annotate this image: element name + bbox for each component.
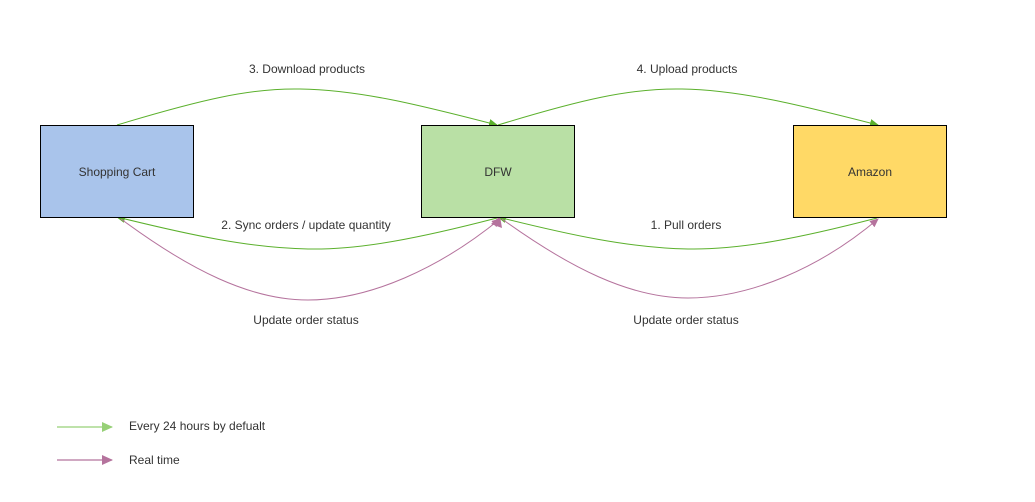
node-label-shopping-cart: Shopping Cart (78, 164, 156, 179)
edge-upload-products (497, 88, 879, 127)
node-amazon[interactable]: Amazon (793, 125, 947, 218)
purple-arrowhead-dfw (491, 216, 502, 228)
edge-label-update-status-cart: Update order status (253, 313, 359, 327)
legend-label-realtime: Real time (129, 453, 180, 467)
node-label-dfw: DFW (484, 164, 512, 179)
edge-label-upload-products: 4. Upload products (636, 62, 738, 76)
node-dfw[interactable]: DFW (421, 125, 575, 218)
edge-update-status-cart (120, 218, 501, 301)
edge-download-products (116, 88, 498, 127)
node-shopping-cart[interactable]: Shopping Cart (40, 125, 194, 218)
edge-label-pull-orders: 1. Pull orders (650, 218, 722, 232)
edge-label-update-status-amazon: Update order status (633, 313, 739, 327)
node-label-amazon: Amazon (847, 164, 893, 179)
edge-label-download-products: 3. Download products (248, 62, 366, 76)
edge-label-sync-orders: 2. Sync orders / update quantity (221, 218, 391, 232)
edge-update-status-amazon (501, 218, 879, 299)
edge-pull-orders (497, 215, 878, 250)
legend-label-scheduled: Every 24 hours by defualt (129, 419, 266, 433)
edge-sync-orders (116, 215, 498, 250)
